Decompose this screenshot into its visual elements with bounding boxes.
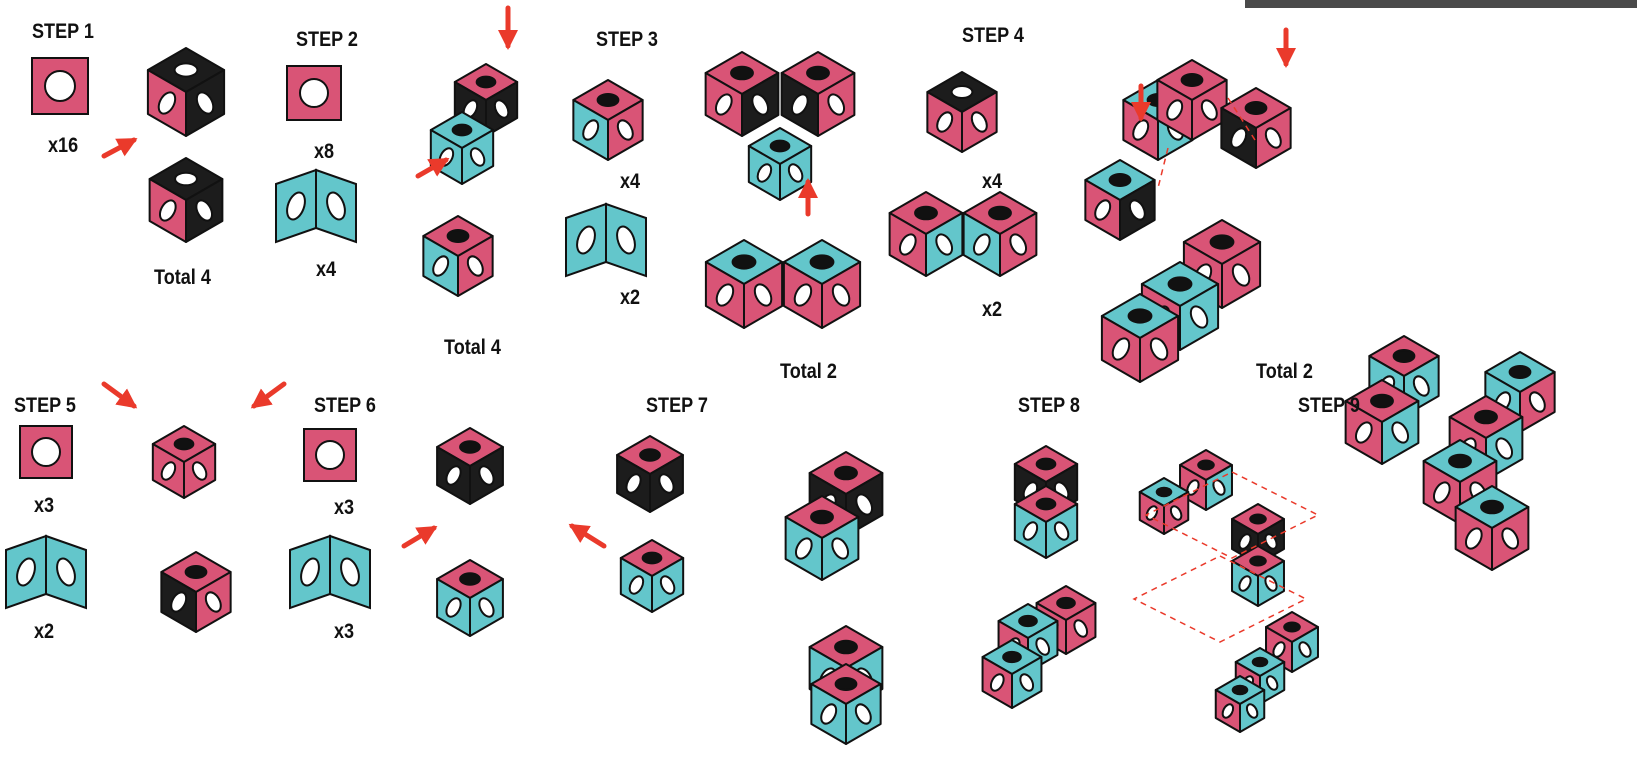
folded-panel-teal-step2 (276, 170, 356, 242)
cube-s4-build-a (706, 52, 779, 136)
step2-count-x4: x4 (316, 258, 336, 282)
step3-title: STEP 3 (596, 28, 658, 52)
cube-s4-x2a (890, 192, 963, 276)
step5-title: STEP 5 (14, 394, 76, 418)
cube-s4-build-c (749, 128, 811, 200)
step5-count-x3: x3 (34, 494, 54, 518)
step7-title: STEP 7 (646, 394, 708, 418)
cube-s5-build (153, 426, 215, 498)
cube-s4-build-b (782, 52, 855, 136)
step8-title: STEP 8 (1018, 394, 1080, 418)
step3-count-x2: x2 (620, 286, 640, 310)
step1-total: Total 4 (154, 266, 211, 290)
step3-count-x4: x4 (620, 170, 640, 194)
folded-panel-teal-step6 (290, 536, 370, 608)
cube-s7-b (621, 540, 683, 612)
step4-count-x4: x4 (982, 170, 1002, 194)
cube-s4-x2b (964, 192, 1037, 276)
cube-s6-total (437, 560, 503, 636)
step6-title: STEP 6 (314, 394, 376, 418)
folded-panel-teal-step3 (566, 204, 646, 276)
step3-total: Total 4 (444, 336, 501, 360)
step9-total: Total 2 (1256, 360, 1313, 384)
step9-title: STEP 9 (1298, 394, 1360, 418)
cube-s6-build (437, 428, 503, 504)
cube-s3-total (423, 216, 492, 296)
step6-count-x3a: x3 (334, 496, 354, 520)
assembly-arrows (104, 8, 1286, 546)
cube-s1-total (150, 158, 223, 242)
flat-panel-pink-step2 (287, 66, 341, 120)
cube-s4r-c (1221, 88, 1290, 168)
folded-panel-teal-step5 (6, 536, 86, 608)
cube-s3-x4 (573, 80, 642, 160)
step4-title: STEP 4 (962, 24, 1024, 48)
step2-title: STEP 2 (296, 28, 358, 52)
step1-count-x16: x16 (48, 134, 78, 158)
flat-panel-pink-step6 (304, 429, 356, 481)
flat-panel-pink-step5 (20, 426, 72, 478)
step1-title: STEP 1 (32, 20, 94, 44)
cube-s4-x4 (927, 72, 996, 152)
cube-s4-total-b (784, 240, 860, 328)
cube-s1-open (148, 48, 224, 136)
step6-count-x3b: x3 (334, 620, 354, 644)
step2-count-x8: x8 (314, 140, 334, 164)
step4-total: Total 2 (780, 360, 837, 384)
cube-s5-total (161, 552, 230, 632)
step5-count-x2: x2 (34, 620, 54, 644)
cube-s7-a (617, 436, 683, 512)
cube-s4r-d (1085, 160, 1154, 240)
step4-count-x2: x2 (982, 298, 1002, 322)
flat-panel-pink-step1 (32, 58, 88, 114)
cube-s4-total-a (706, 240, 782, 328)
cube-s9-d (1232, 546, 1284, 606)
